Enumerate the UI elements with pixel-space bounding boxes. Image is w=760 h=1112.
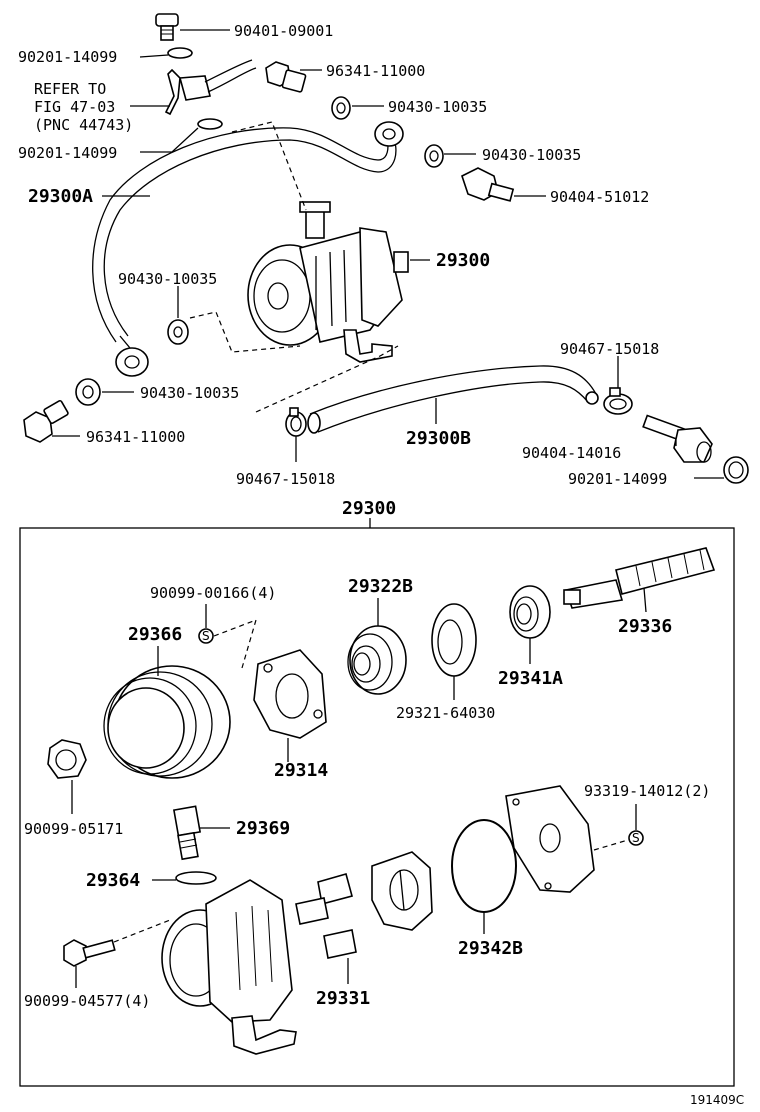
label-29369: 29369 <box>236 818 290 839</box>
housing-29300[interactable] <box>161 879 297 1055</box>
gasket-90201-14099-top[interactable] <box>167 47 193 59</box>
label-90430-10035-a: 90430-10035 <box>388 98 487 116</box>
plate-29314[interactable] <box>253 649 327 739</box>
washer-90430-10035-a[interactable] <box>331 96 351 120</box>
gasket-90201-14099-bottom[interactable] <box>723 456 749 484</box>
gasket-90201-14099-mid[interactable] <box>197 118 223 130</box>
screw-symbol-93319-14012 <box>628 830 644 846</box>
exploded-view-frame <box>19 527 735 1087</box>
pulley-29366[interactable] <box>103 665 231 779</box>
oil-seal-29341A[interactable] <box>509 585 551 639</box>
rotor[interactable] <box>371 851 433 931</box>
label-29300A: 29300A <box>28 186 93 207</box>
nut-90099-05171[interactable] <box>47 739 87 779</box>
label-96341-11000-b: 96341-11000 <box>86 428 185 446</box>
label-29364: 29364 <box>86 870 140 891</box>
washer-90430-10035-b[interactable] <box>424 144 444 168</box>
clamp-90467-15018-right[interactable] <box>603 387 633 415</box>
plug-90401-09001[interactable] <box>155 13 179 41</box>
label-96341-11000-a: 96341-11000 <box>326 62 425 80</box>
o-ring-29364[interactable] <box>175 871 217 885</box>
clamp-90467-15018-left[interactable] <box>285 407 307 437</box>
label-90201-14099-c: 90201-14099 <box>568 470 667 488</box>
washer-29321-64030[interactable] <box>431 603 477 677</box>
label-refer-pnc: (PNC 44743) <box>34 116 133 134</box>
hose-29300B[interactable] <box>307 365 599 434</box>
label-29300B: 29300B <box>406 428 471 449</box>
union-bolt-96341-11000-top[interactable] <box>265 61 307 93</box>
svg-text:S: S <box>202 629 210 643</box>
bearing-29322B[interactable] <box>347 625 407 695</box>
label-29341A: 29341A <box>498 668 563 689</box>
o-ring-29342B[interactable] <box>451 819 517 913</box>
label-refer-to: REFER TO <box>34 80 106 98</box>
label-90099-05171: 90099-05171 <box>24 820 123 838</box>
label-90404-51012: 90404-51012 <box>550 188 649 206</box>
end-plate[interactable] <box>505 785 595 893</box>
label-29331: 29331 <box>316 988 370 1009</box>
label-90099-00166: 90099-00166(4) <box>150 584 276 602</box>
label-90201-14099-a: 90201-14099 <box>18 48 117 66</box>
union-90404-14016[interactable] <box>642 414 713 463</box>
label-90467-15018-b: 90467-15018 <box>236 470 335 488</box>
label-29300-pump: 29300 <box>436 250 490 271</box>
shaft-29336[interactable] <box>563 547 716 609</box>
label-29314: 29314 <box>274 760 328 781</box>
svg-text:S: S <box>632 831 640 845</box>
label-29366: 29366 <box>128 624 182 645</box>
vacuum-pump-29300[interactable] <box>247 201 409 363</box>
washer-90430-10035-c[interactable] <box>167 319 189 345</box>
hose-29300A[interactable] <box>92 121 404 377</box>
screw-symbol-90099-00166 <box>198 628 214 644</box>
bolt-90099-04577[interactable] <box>63 939 116 967</box>
vanes-29331[interactable] <box>295 873 357 959</box>
vacuum-union-fitting[interactable] <box>164 59 257 116</box>
union-bolt-96341-11000-bottom[interactable] <box>23 400 69 443</box>
label-90201-14099-b: 90201-14099 <box>18 144 117 162</box>
washer-90430-10035-d[interactable] <box>75 378 101 406</box>
valve-29369[interactable] <box>172 805 202 861</box>
label-90099-04577: 90099-04577(4) <box>24 992 150 1010</box>
label-29322B: 29322B <box>348 576 413 597</box>
union-90404-51012[interactable] <box>461 167 515 202</box>
label-29321-64030: 29321-64030 <box>396 704 495 722</box>
label-90404-14016: 90404-14016 <box>522 444 621 462</box>
figure-code: 191409C <box>690 1093 744 1107</box>
label-29342B: 29342B <box>458 938 523 959</box>
label-90467-15018-a: 90467-15018 <box>560 340 659 358</box>
label-90430-10035-d: 90430-10035 <box>140 384 239 402</box>
label-refer-fig: FIG 47-03 <box>34 98 115 116</box>
label-29336: 29336 <box>618 616 672 637</box>
label-90401-09001: 90401-09001 <box>234 22 333 40</box>
label-90430-10035-b: 90430-10035 <box>482 146 581 164</box>
label-90430-10035-c: 90430-10035 <box>118 270 217 288</box>
label-29300-box: 29300 <box>342 498 396 519</box>
label-93319-14012: 93319-14012(2) <box>584 782 710 800</box>
